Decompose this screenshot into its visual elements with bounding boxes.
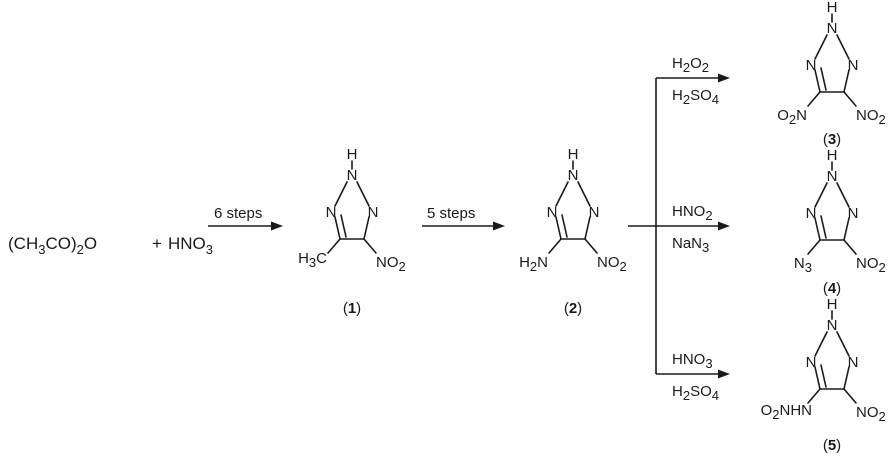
compound-1-label: (1)	[343, 300, 361, 317]
arrow-6-steps: 6 steps	[208, 205, 283, 231]
ring-n1: N	[547, 204, 558, 221]
reagent-hno2: HNO2	[672, 203, 713, 223]
ring-n3: N	[848, 57, 859, 74]
ring-n3: N	[368, 204, 379, 221]
substituent-nitro: NO2	[376, 254, 406, 274]
acetic-anhydride: (CH3CO)2O	[8, 234, 97, 257]
compound-4: H N N N N3 NO2 (4)	[794, 147, 886, 297]
arrow-5-steps: 5 steps	[422, 205, 505, 231]
arrow-6-steps-label: 6 steps	[214, 205, 262, 222]
ring-n3: N	[848, 354, 859, 371]
ring-n2: N	[347, 167, 358, 184]
ring-n3: N	[848, 205, 859, 222]
ring-n2: N	[827, 168, 838, 185]
substituent-nitramino: O2NHN	[761, 402, 812, 422]
ring-n1: N	[326, 204, 337, 221]
nitric-acid: HNO3	[168, 234, 213, 257]
reagents-to-3: H2O2 H2SO4	[672, 55, 719, 107]
substituent-nitro: NO2	[856, 404, 886, 424]
reagent-h2o2: H2O2	[672, 55, 709, 75]
compound-2-label: (2)	[564, 300, 582, 317]
ring-n1: N	[806, 205, 817, 222]
arrow-5-steps-label: 5 steps	[427, 205, 475, 222]
reagent-h2so4: H2SO4	[672, 87, 719, 107]
reagent-hno3: HNO3	[672, 351, 713, 371]
ring-h: H	[347, 146, 358, 163]
substituent-nitro: NO2	[597, 254, 627, 274]
compound-3: H N N N O2N NO2 (3)	[777, 0, 885, 148]
ring-n2: N	[827, 20, 838, 37]
substituent-nitro-left: O2N	[777, 107, 807, 127]
ring-n2: N	[568, 167, 579, 184]
branch-arrows	[628, 73, 730, 379]
plus-sign: +	[152, 234, 162, 253]
reagent-h2so4: H2SO4	[672, 383, 719, 403]
compound-1: H N N N H3C NO2 (1)	[298, 146, 406, 317]
ring-h: H	[827, 0, 838, 16]
reactants: (CH3CO)2O + HNO3	[8, 234, 213, 257]
substituent-nitro: NO2	[856, 255, 886, 275]
ring-n1: N	[806, 57, 817, 74]
reagent-nan3: NaN3	[672, 235, 709, 255]
ring-h: H	[827, 296, 838, 313]
substituent-azido: N3	[794, 255, 812, 275]
ring-n1: N	[806, 354, 817, 371]
ring-n2: N	[827, 317, 838, 334]
ring-h: H	[827, 147, 838, 164]
compound-4-label: (4)	[823, 280, 841, 297]
substituent-amino: H2N	[519, 254, 548, 274]
compound-3-label: (3)	[823, 131, 841, 148]
reagents-to-4: HNO2 NaN3	[672, 203, 713, 255]
compound-5-label: (5)	[823, 437, 841, 454]
ring-n3: N	[589, 204, 600, 221]
compound-2: H N N N H2N NO2 (2)	[519, 146, 627, 317]
substituent-methyl: H3C	[298, 250, 327, 270]
substituent-nitro-right: NO2	[856, 107, 886, 127]
reagents-to-5: HNO3 H2SO4	[672, 351, 719, 403]
ring-h: H	[568, 146, 579, 163]
compound-5: H N N N O2NHN NO2 (5)	[761, 296, 886, 454]
